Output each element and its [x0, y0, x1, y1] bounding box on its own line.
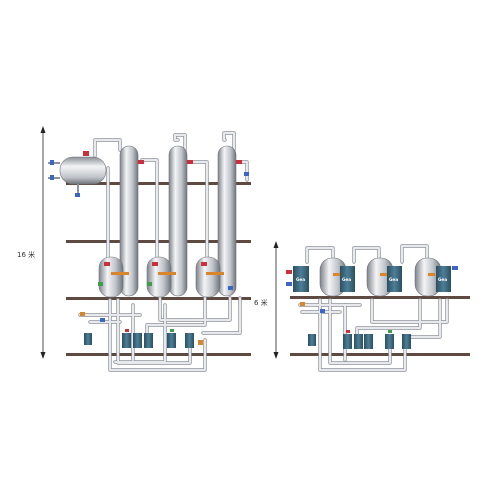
right-system: 6 米: [254, 241, 470, 372]
module-brand-label: Gea: [296, 277, 305, 282]
left-separator-2: [146, 256, 176, 298]
left-column-2: [168, 145, 193, 297]
module-brand-label: Gea: [389, 277, 398, 282]
module-brand-label: Gea: [342, 277, 351, 282]
left-column-1: [119, 145, 144, 297]
module-brand-label: Gea: [438, 277, 447, 282]
left-system: 16 米: [17, 126, 251, 372]
left-separator-1: [98, 256, 129, 298]
right-floor-beams: [290, 296, 470, 356]
left-separator-3: [195, 256, 233, 298]
left-dimension: 16 米: [17, 126, 46, 359]
right-bottom-modules: [300, 302, 411, 349]
left-height-label: 16 米: [17, 250, 35, 259]
right-module-block-1: Gea: [286, 266, 309, 292]
left-bottom-modules: [80, 312, 203, 348]
right-separator-1: Gea: [319, 257, 355, 297]
right-dimension: 6 米: [254, 241, 279, 359]
right-separator-2: Gea: [366, 257, 402, 297]
left-column-3: [217, 145, 249, 297]
right-height-label: 6 米: [254, 298, 268, 307]
left-feed-tank: [48, 151, 107, 197]
right-separator-3: Gea: [414, 257, 458, 297]
